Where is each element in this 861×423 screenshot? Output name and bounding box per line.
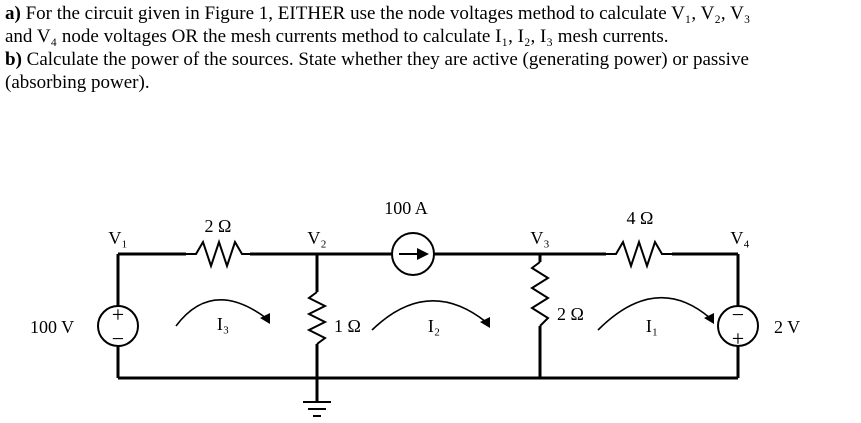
vs-left-minus: −	[112, 326, 124, 351]
mesh-label-i1: I₁	[646, 316, 658, 336]
source-label-100a: 100 A	[384, 198, 428, 218]
mesh-arrow-i3	[175, 299, 270, 327]
resistor-2ohm-top	[186, 238, 250, 270]
current-source-100a	[391, 232, 435, 276]
current-arrow-head-icon	[417, 248, 429, 260]
resistor-label-2ohm-top: 2 Ω	[205, 216, 232, 236]
node-label-v4: V₄	[730, 228, 749, 248]
mesh-label-i2: I₂	[428, 316, 440, 336]
vs-right-plus: +	[732, 326, 744, 351]
resistor-label-1ohm: 1 Ω	[334, 316, 361, 336]
vs-right-minus: −	[732, 302, 744, 327]
part-b-line-2: (absorbing power).	[5, 72, 150, 93]
node-label-v3: V₃	[530, 228, 549, 248]
part-b-label: b)	[5, 49, 22, 70]
part-a-label: a)	[5, 3, 21, 24]
resistor-1ohm	[306, 291, 328, 345]
part-a-line-2: and V₄ node voltages OR the mesh current…	[5, 26, 669, 47]
source-label-2v: 2 V	[774, 317, 800, 337]
ground-icon	[303, 401, 331, 417]
mesh-label-i3: I₃	[217, 314, 229, 334]
resistor-2ohm-right	[530, 261, 550, 327]
mesh-arrow-i1	[597, 296, 714, 331]
source-label-100v: 100 V	[30, 317, 74, 337]
node-label-v2: V₂	[307, 228, 326, 248]
resistor-label-2ohm-right: 2 Ω	[557, 304, 584, 324]
mesh-arrow-i2	[371, 300, 490, 331]
resistor-label-4ohm: 4 Ω	[627, 208, 654, 228]
resistor-4ohm-top	[606, 238, 672, 270]
part-a-line-1: a) For the circuit given in Figure 1, EI…	[5, 3, 751, 24]
problem-statement: a) For the circuit given in Figure 1, EI…	[5, 2, 857, 94]
node-label-v1: V₁	[108, 228, 127, 248]
vs-left-plus: +	[112, 302, 124, 327]
part-b-line-1: b) Calculate the power of the sources. S…	[5, 49, 749, 70]
